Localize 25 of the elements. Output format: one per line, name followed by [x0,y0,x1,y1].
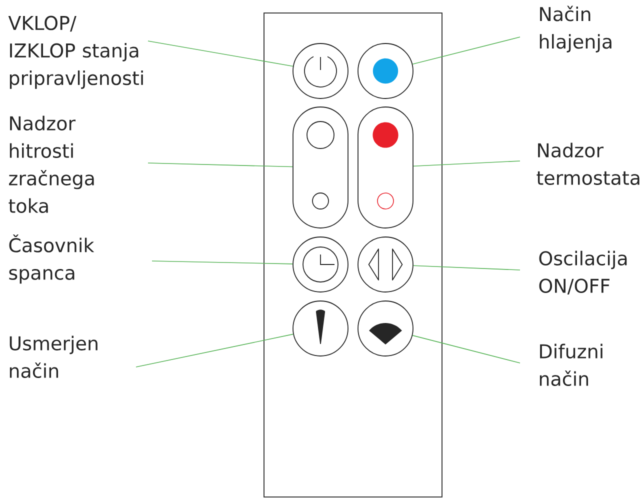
power-button [292,43,348,99]
callout-label: Časovnik spanca [9,234,94,284]
leader-line [412,335,520,364]
focused-mode-button [292,300,348,356]
leader-line [152,260,293,264]
callout-label: Nadzor hitrosti zračnega toka [8,116,94,213]
sleep-timer-button [292,236,348,292]
leader-line [412,36,520,65]
callout-label: Način hlajenja [540,6,612,52]
callout-label: Oscilacija ON/OFF [539,250,627,294]
callout-label: Nadzor termostata [536,142,640,185]
cooling-mode-button [358,43,414,99]
leader-line [413,160,520,167]
leader-line [148,40,294,67]
thermostat-button [358,106,414,228]
leader-line [148,162,293,168]
leader-line [136,334,294,368]
remote-control-body [264,12,442,498]
callout-label: Usmerjen način [10,336,98,378]
oscillation-button [358,236,414,292]
callout-label: Difuzni način [540,344,602,386]
diffused-mode-button [358,300,414,356]
callout-label: VKLOP/ IZKLOP stanja pripravljenosti [8,16,143,89]
leader-line [413,265,520,270]
airflow-speed-button [292,106,348,228]
